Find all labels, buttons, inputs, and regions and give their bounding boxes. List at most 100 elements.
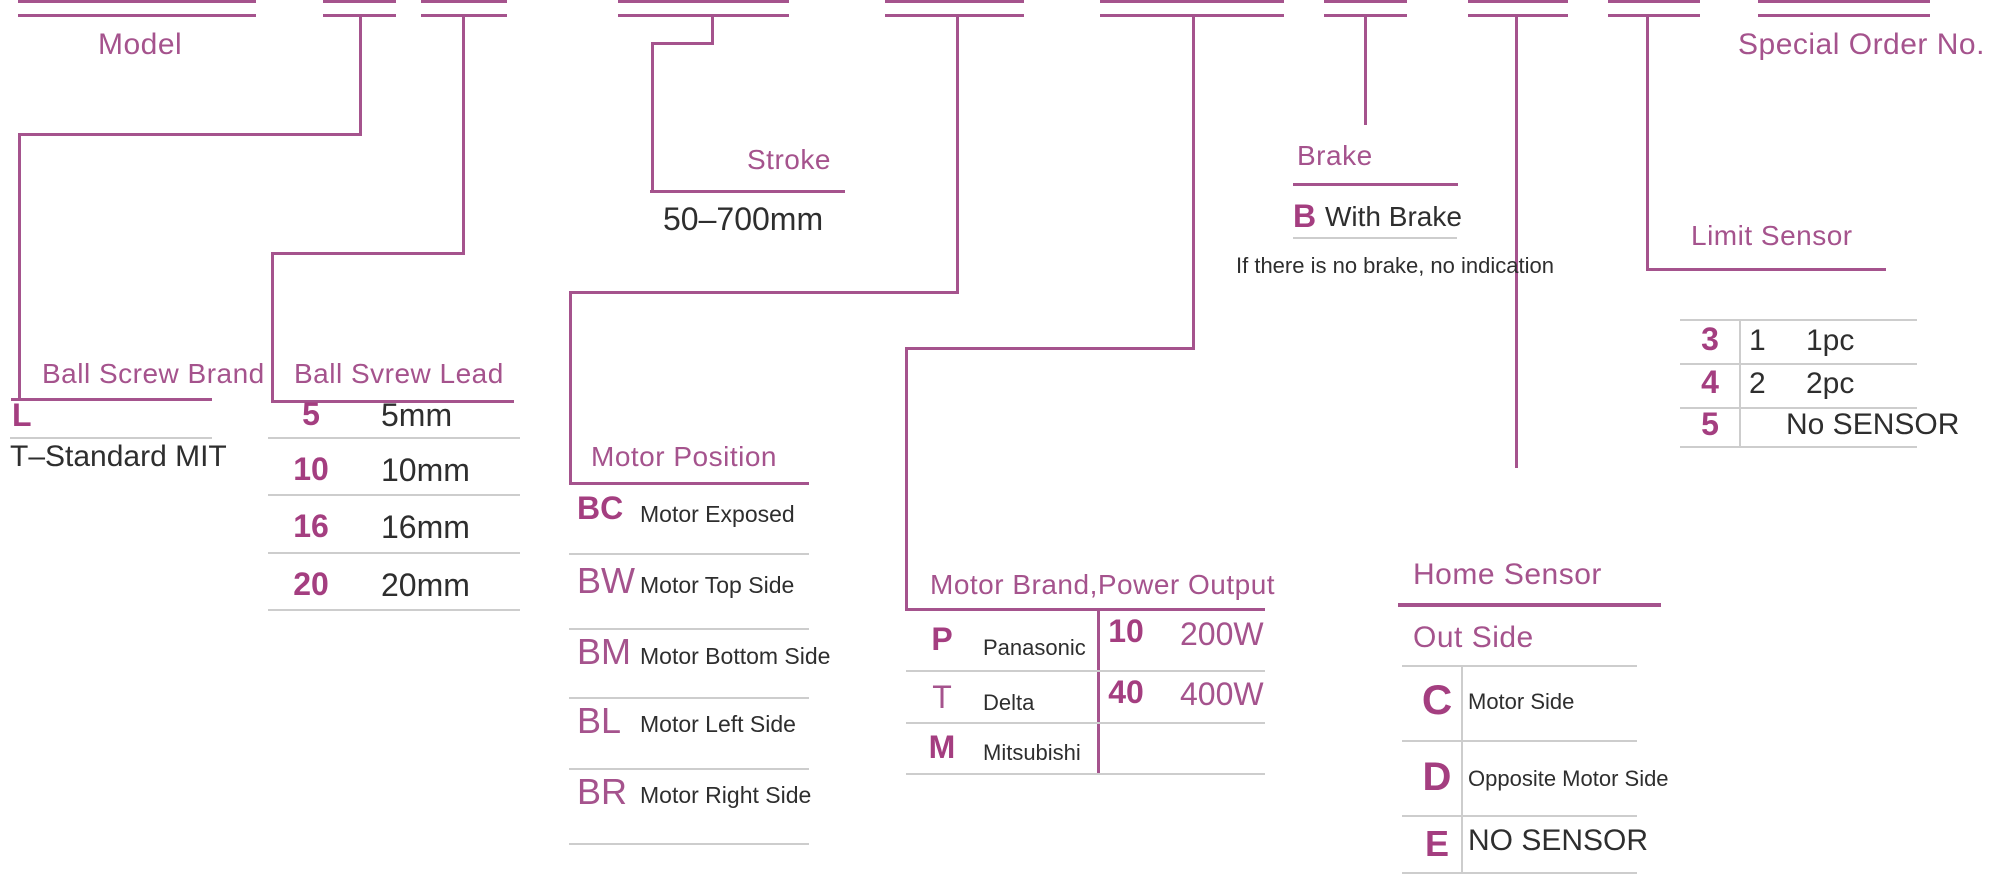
brand-code: M [928,729,956,765]
limit-sensor-code: 4 [1701,364,1719,400]
section-underline [1398,603,1661,607]
motor-position-label: Motor Right Side [640,782,812,808]
segment-underline-limit-sensor [1608,14,1700,17]
brake-title: Brake [1297,140,1373,171]
segment-underline-model [18,14,256,17]
power-label: 200W [1180,616,1264,652]
separator-line [1402,815,1637,817]
separator-line [906,722,1265,724]
separator-line [10,437,212,439]
connector-line [271,252,465,255]
section-underline [1646,268,1886,271]
segment-underline-brake [1324,14,1407,17]
separator-line [569,697,809,699]
separator-line [569,628,809,630]
brake-code: B [1293,198,1317,234]
ball-screw-lead-title: Ball Svrew Lead [294,358,504,389]
segment-underline-motor-brand [1100,14,1284,17]
separator-line [1402,740,1637,742]
home-sensor-code: D [1422,755,1452,799]
motor-position-code: BR [577,771,628,812]
model-label: Model [98,28,183,61]
connector-line [18,133,362,136]
limit-sensor-qty: 1 [1749,324,1766,357]
segment-underline-special-order [1758,14,1930,17]
connector-line [271,252,274,400]
motor-position-title: Motor Position [591,441,777,472]
section-underline [11,398,212,401]
connector-line [956,16,959,291]
segment-underline-motor-position [885,14,1024,17]
separator-line [569,553,809,555]
limit-sensor-label: No SENSOR [1786,408,1960,441]
separator-line [268,494,520,496]
connector-line [1646,16,1649,271]
connector-line [1515,16,1518,468]
separator-line [268,552,520,554]
code-box-bottom [1100,0,1284,3]
limit-sensor-code: 5 [1701,406,1719,442]
connector-line [905,347,1195,350]
motor-brand-title: Motor Brand,Power Output [930,569,1276,600]
segment-underline-ball-screw-brand [323,14,396,17]
code-box-bottom [1758,0,1930,3]
connector-line [569,291,572,482]
connector-line [651,42,714,45]
motor-position-code: BL [577,700,622,741]
ball-screw-brand-title: Ball Screw Brand [42,358,265,389]
separator-line [906,773,1265,775]
separator-line [1680,446,1917,448]
connector-line [569,291,959,294]
separator-line [1402,872,1637,874]
separator-line [1680,319,1917,321]
column-divider-line [1097,608,1100,773]
stroke-title: Stroke [747,144,831,175]
brand-label: Delta [983,690,1035,715]
home-sensor-subtitle: Out Side [1413,621,1534,654]
lead-code: 5 [302,396,320,432]
stroke-range: 50–700mm [663,201,824,237]
power-code: 10 [1108,613,1144,649]
brand-label: Panasonic [983,635,1086,660]
limit-sensor-label: 2pc [1806,367,1855,400]
ball-screw-brand-code: L [12,397,32,433]
connector-line [359,16,362,133]
brand-code: T [932,679,952,715]
section-underline [650,190,845,193]
code-box-bottom [885,0,1024,3]
motor-position-code: BM [577,631,631,672]
section-underline [905,608,1265,611]
segment-underline-ball-screw-lead [421,14,507,17]
ball-screw-brand-desc: T–Standard MIT [10,440,227,473]
separator-line [1680,363,1917,365]
separator-line [1402,665,1637,667]
segment-underline-stroke [618,14,789,17]
motor-position-label: Motor Bottom Side [640,643,831,669]
separator-line [1680,407,1917,409]
code-box-bottom [323,0,396,3]
special-order-label: Special Order No. [1738,28,1985,61]
lead-value: 16mm [381,509,470,545]
column-divider-line [1739,319,1741,446]
lead-value: 5mm [381,397,453,433]
code-box-bottom [1608,0,1700,3]
connector-line [905,347,908,608]
home-sensor-title: Home Sensor [1413,558,1602,591]
column-divider-line [1461,665,1463,872]
separator-line [268,609,520,611]
code-box-bottom [18,0,256,3]
connector-line [1192,16,1195,347]
brake-label: With Brake [1325,201,1462,232]
home-sensor-label: Opposite Motor Side [1468,766,1669,791]
brand-code: P [931,621,953,657]
lead-code: 20 [293,566,329,602]
power-label: 400W [1180,676,1264,712]
home-sensor-code: E [1424,823,1449,864]
connector-line [651,42,654,190]
motor-position-label: Motor Exposed [640,501,795,527]
motor-position-label: Motor Left Side [640,711,796,737]
connector-line [711,16,714,42]
motor-position-code: BW [577,560,635,601]
limit-sensor-qty: 2 [1749,367,1766,400]
